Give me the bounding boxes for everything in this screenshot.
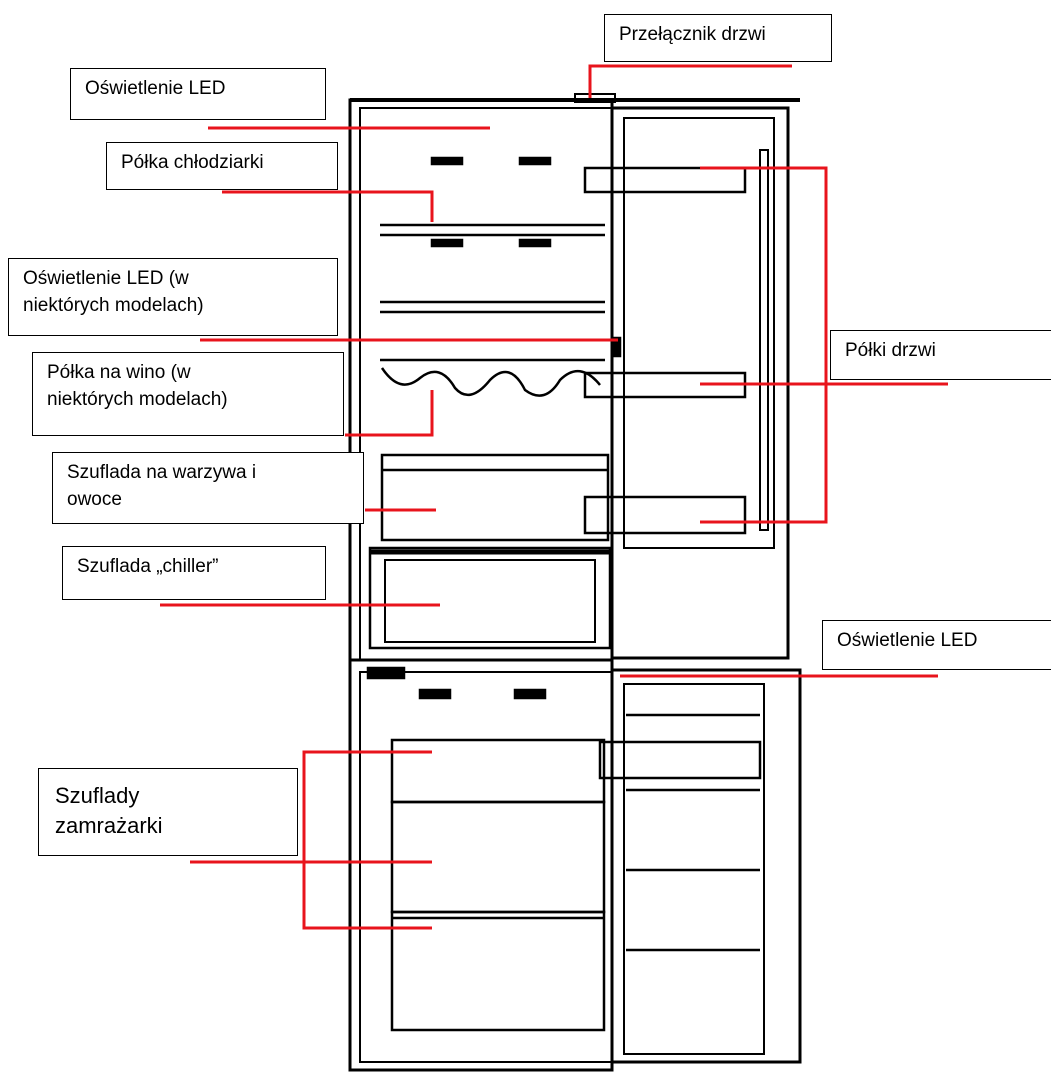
label-fridge-shelf: Półka chłodziarki (106, 142, 338, 190)
label-wine-shelf: Półka na wino (w niektórych modelach) (32, 352, 344, 436)
label-chiller-drawer: Szuflada „chiller” (62, 546, 326, 600)
label-led-top: Oświetlenie LED (70, 68, 326, 120)
label-freezer-drawers: Szuflady zamrażarki (38, 768, 298, 856)
label-door-shelves: Półki drzwi (830, 330, 1051, 380)
label-crisper-drawer: Szuflada na warzywa i owoce (52, 452, 364, 524)
label-door-switch: Przełącznik drzwi (604, 14, 832, 62)
fridge-interior (368, 158, 760, 1030)
label-led-some-models: Oświetlenie LED (w niektórych modelach) (8, 258, 338, 336)
fridge-outline (350, 94, 800, 1070)
label-led-bottom: Oświetlenie LED (822, 620, 1051, 670)
